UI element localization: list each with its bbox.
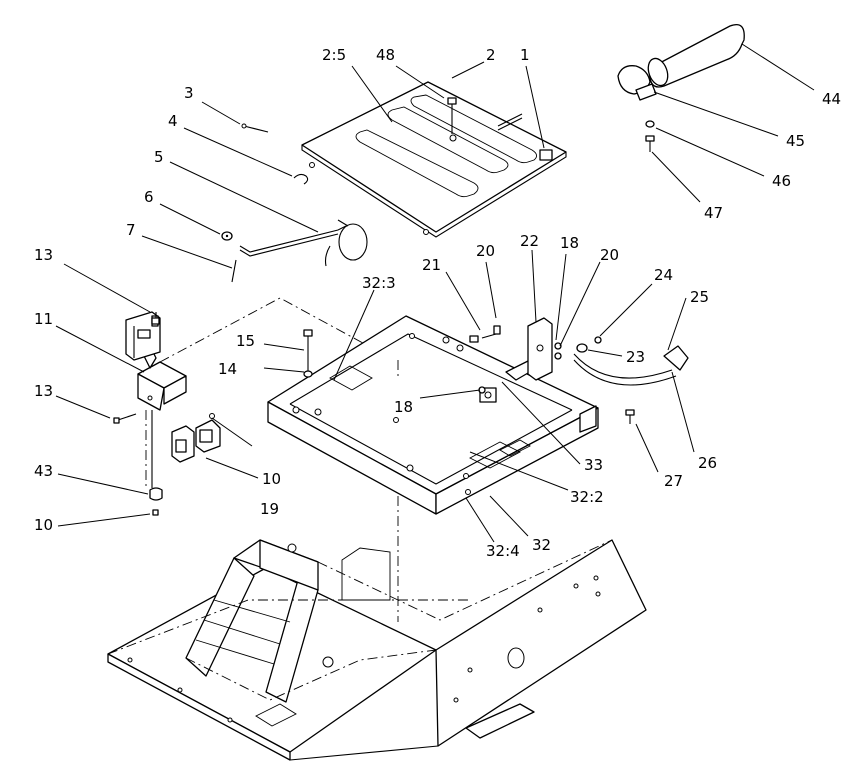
callout-32-3: 32:3 bbox=[362, 274, 396, 292]
callout-46: 46 bbox=[772, 172, 791, 190]
seat-belt-part bbox=[573, 345, 689, 386]
clip-part bbox=[293, 173, 309, 185]
leader-lines bbox=[55, 43, 815, 543]
callout-24: 24 bbox=[654, 266, 673, 284]
bolt-27-part bbox=[625, 409, 635, 424]
main-frame-part bbox=[107, 539, 647, 761]
callout-44: 44 bbox=[822, 90, 841, 108]
callout-11: 11 bbox=[34, 310, 53, 328]
callout-4: 4 bbox=[168, 112, 178, 130]
callout-19: 19 bbox=[260, 500, 279, 518]
canister-screw-part bbox=[645, 135, 655, 152]
screw-part bbox=[113, 413, 137, 424]
canister-clamp-part bbox=[617, 65, 657, 101]
cotter-pin-part bbox=[231, 259, 237, 283]
callout-2: 2 bbox=[486, 46, 496, 64]
callout-18-top: 18 bbox=[560, 234, 579, 252]
pin-part bbox=[241, 123, 269, 133]
bumper-part bbox=[149, 487, 163, 501]
callout-23: 23 bbox=[626, 348, 645, 366]
canister-part bbox=[647, 23, 745, 88]
callout-21: 21 bbox=[422, 256, 441, 274]
callout-13-top: 13 bbox=[34, 246, 53, 264]
relay-part bbox=[171, 413, 221, 463]
washer-part bbox=[221, 231, 233, 241]
callout-7: 7 bbox=[126, 221, 136, 239]
callout-20-right: 20 bbox=[600, 246, 619, 264]
washer-small-part bbox=[303, 370, 313, 378]
callout-1: 1 bbox=[520, 46, 530, 64]
callout-22: 22 bbox=[520, 232, 539, 250]
callout-25: 25 bbox=[690, 288, 709, 306]
callout-14: 14 bbox=[218, 360, 237, 378]
callout-43: 43 bbox=[34, 462, 53, 480]
nut-part bbox=[152, 509, 159, 516]
callout-18-bottom: 18 bbox=[394, 398, 413, 416]
screw-top-part bbox=[151, 312, 160, 325]
callout-47: 47 bbox=[704, 204, 723, 222]
callout-48: 48 bbox=[376, 46, 395, 64]
callout-45: 45 bbox=[786, 132, 805, 150]
callout-26: 26 bbox=[698, 454, 717, 472]
callout-10-left: 10 bbox=[34, 516, 53, 534]
bolt-part bbox=[303, 329, 313, 374]
callout-32-4: 32:4 bbox=[486, 542, 520, 560]
canister-washer-part bbox=[645, 120, 655, 128]
callout-13-bottom: 13 bbox=[34, 382, 53, 400]
callout-20-left: 20 bbox=[476, 242, 495, 260]
callout-33: 33 bbox=[584, 456, 603, 474]
callout-32: 32 bbox=[532, 536, 551, 554]
callout-3: 3 bbox=[184, 84, 194, 102]
callout-32-2: 32:2 bbox=[570, 488, 604, 506]
callout-2-5: 2:5 bbox=[322, 46, 346, 64]
belt-bracket-part bbox=[469, 317, 602, 381]
seat-pan-part bbox=[301, 81, 567, 238]
callout-10-right: 10 bbox=[262, 470, 281, 488]
adjuster-rod-part bbox=[239, 219, 368, 267]
seat-mounting-plate-part bbox=[267, 315, 599, 515]
callout-6: 6 bbox=[144, 188, 154, 206]
callout-15: 15 bbox=[236, 332, 255, 350]
callout-5: 5 bbox=[154, 148, 164, 166]
callout-27: 27 bbox=[664, 472, 683, 490]
